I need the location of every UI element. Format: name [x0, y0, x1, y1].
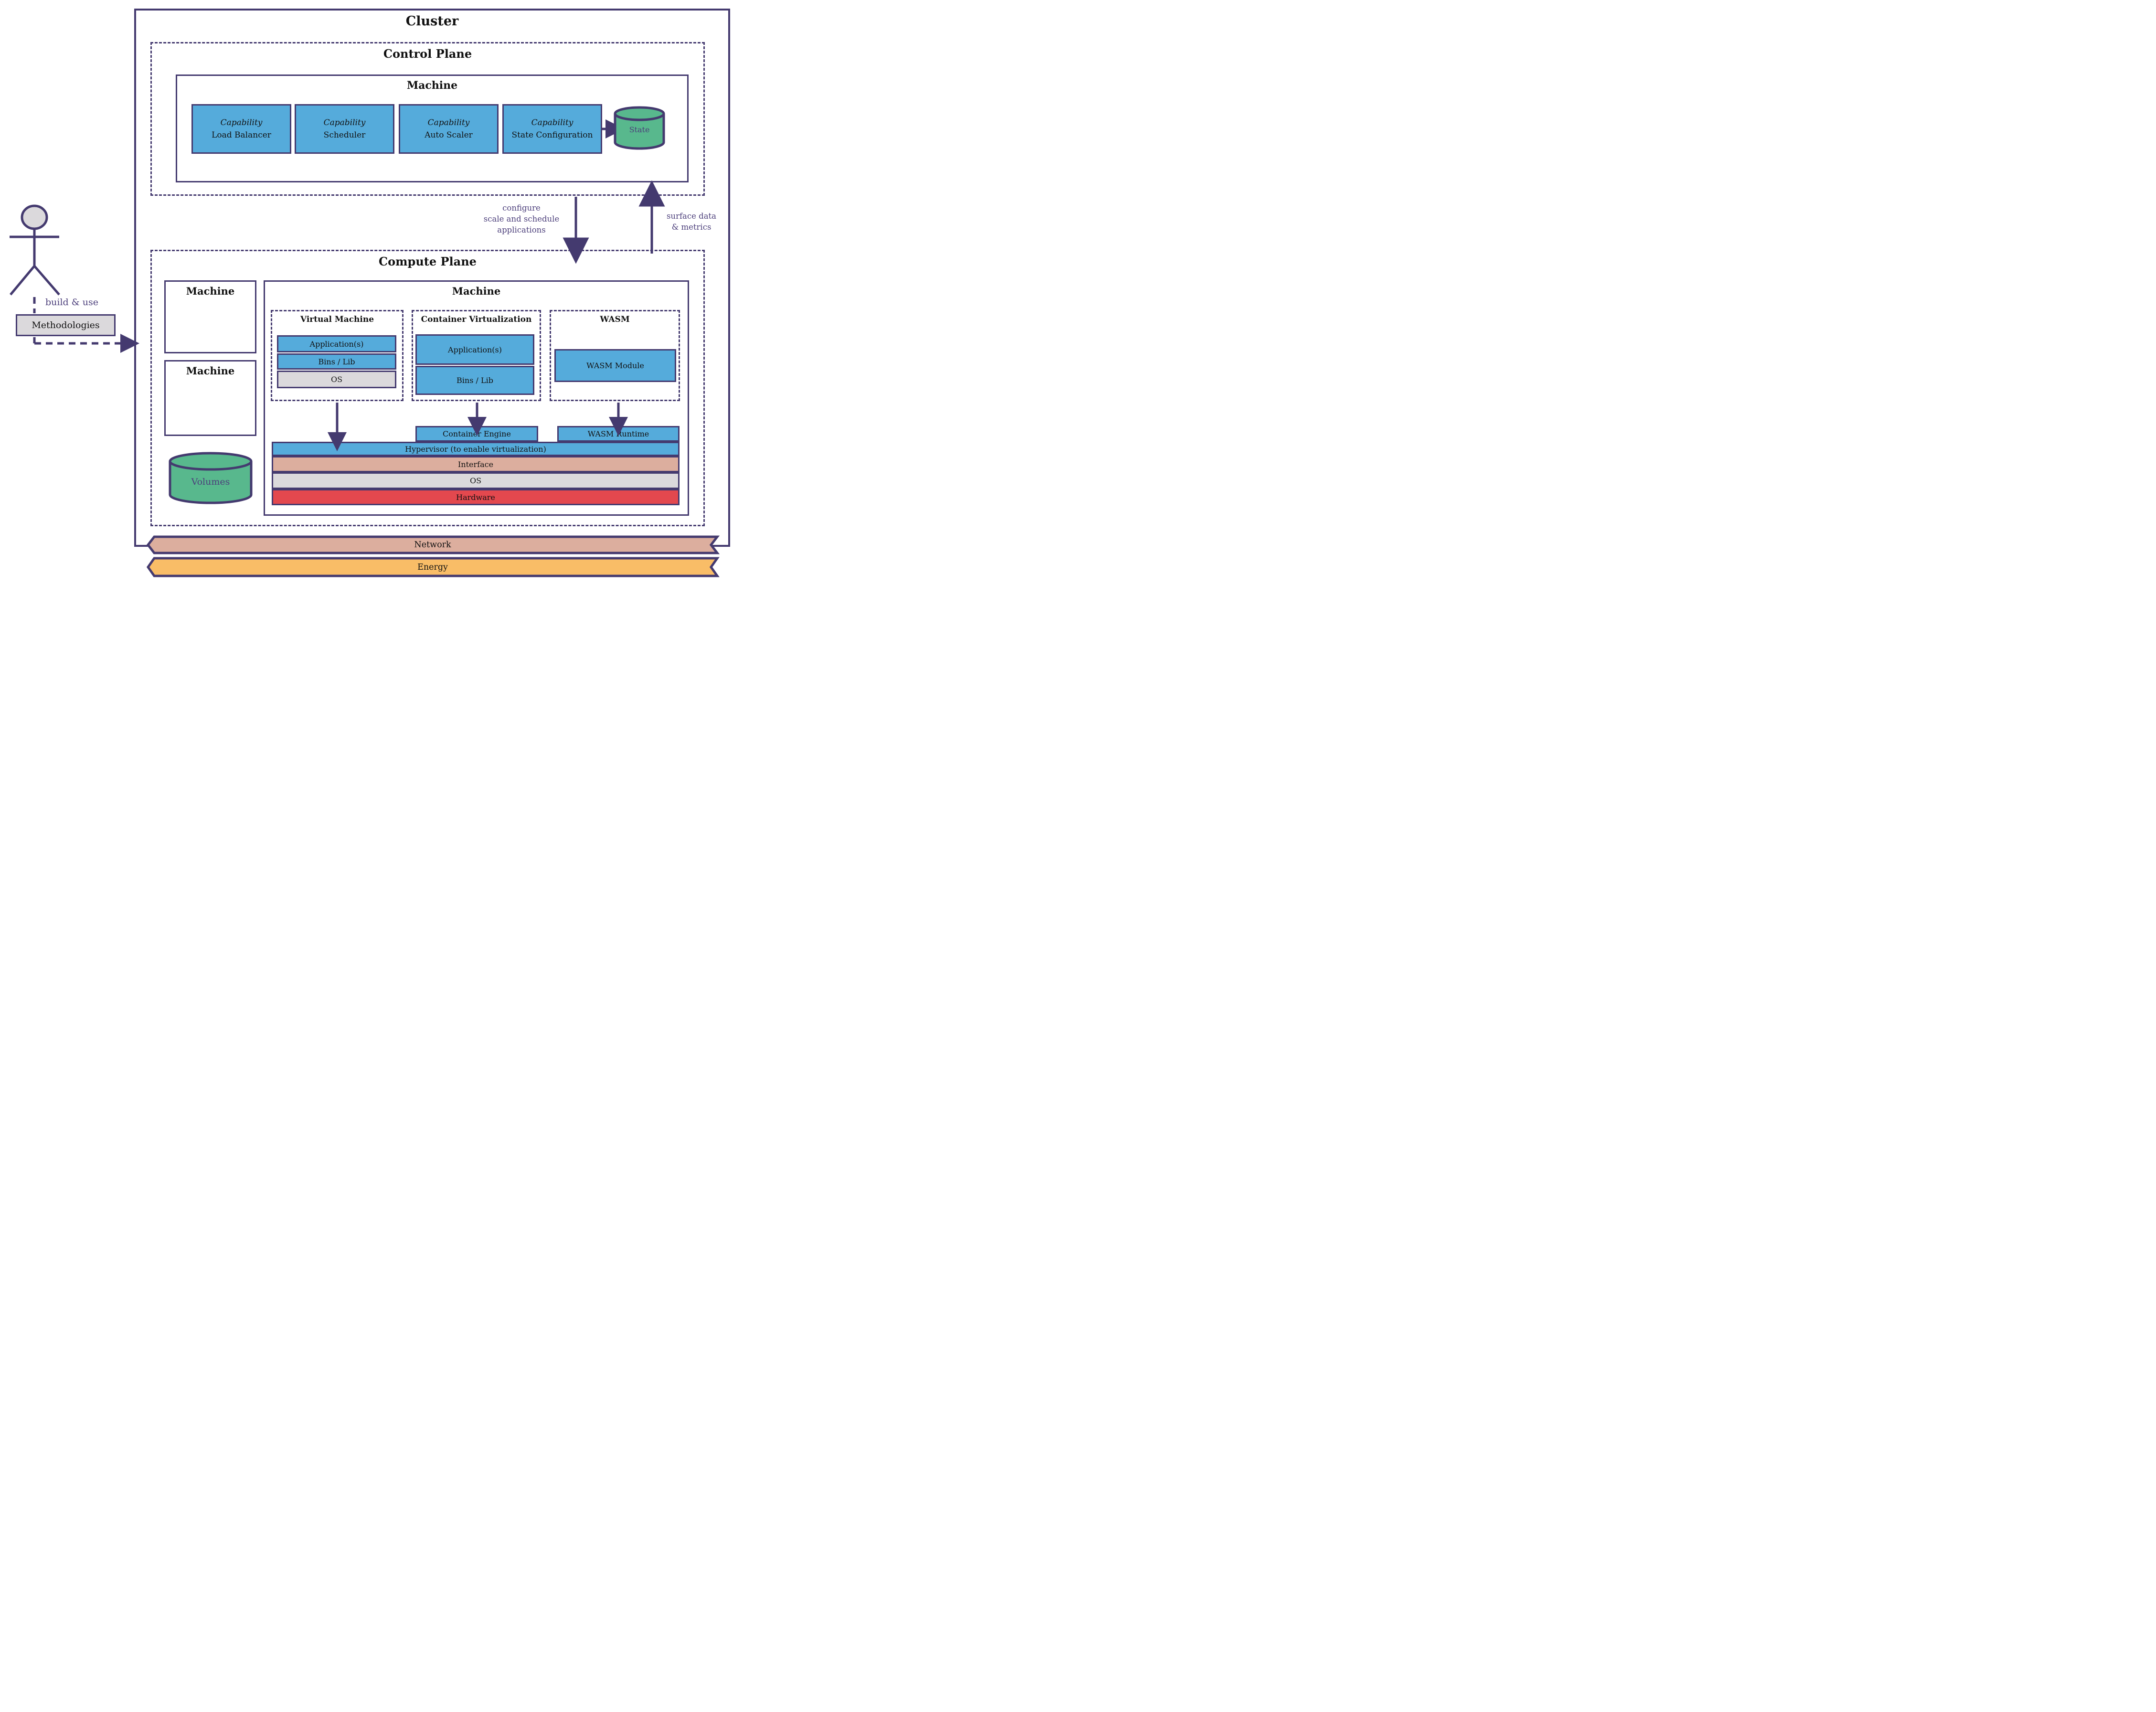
layer-label: Container Engine — [443, 429, 511, 438]
capability-name-label: Load Balancer — [212, 130, 271, 140]
flow-line: scale and schedule — [483, 214, 560, 223]
vm-bins-lib-layer: Bins / Lib — [277, 353, 396, 370]
layer-label: Bins / Lib — [457, 376, 493, 385]
virtual-machine-title: Virtual Machine — [300, 315, 374, 324]
cv-applications-layer: Application(s) — [415, 334, 534, 365]
cluster-title: Cluster — [405, 14, 459, 29]
machine-title: Machine — [452, 285, 501, 297]
layer-label: Bins / Lib — [318, 357, 355, 366]
capability-name-label: Auto Scaler — [425, 130, 473, 140]
capability-type-label: Capability — [531, 118, 574, 128]
compute-plane-box: Compute Plane — [150, 250, 705, 526]
wasm-title: WASM — [600, 315, 630, 324]
layer-label: Hardware — [456, 492, 495, 502]
flow-line: applications — [497, 225, 546, 234]
capability-name-label: Scheduler — [323, 130, 366, 140]
layer-label: WASM Module — [586, 361, 644, 370]
layer-label: Hypervisor (to enable virtualization) — [405, 444, 546, 454]
capability-type-label: Capability — [220, 118, 263, 128]
state-store-label: State — [615, 123, 664, 136]
state-text: State — [629, 125, 650, 134]
capability-type-label: Capability — [323, 118, 366, 128]
build-use-label: build & use — [45, 297, 98, 308]
energy-text: Energy — [417, 562, 448, 572]
capability-name-label: State Configuration — [511, 130, 593, 140]
build-use-text: build & use — [45, 297, 98, 308]
hypervisor-bar: Hypervisor (to enable virtualization) — [272, 442, 680, 456]
volumes-label: Volumes — [170, 475, 251, 489]
energy-banner-label: Energy — [154, 560, 711, 574]
interface-bar: Interface — [272, 456, 680, 472]
surface-flow-label: surface data & metrics — [658, 211, 725, 233]
capability-state-configuration: Capability State Configuration — [502, 104, 602, 154]
capability-load-balancer: Capability Load Balancer — [191, 104, 291, 154]
network-text: Network — [414, 540, 451, 550]
layer-label: Interface — [457, 459, 494, 469]
flow-line: configure — [502, 203, 541, 213]
layer-label: Application(s) — [448, 345, 502, 354]
flow-line: & metrics — [671, 223, 712, 232]
architecture-diagram: Cluster Control Plane Machine Capability… — [0, 0, 738, 586]
cv-bins-lib-layer: Bins / Lib — [415, 366, 534, 395]
capability-type-label: Capability — [427, 118, 470, 128]
user-actor-icon — [10, 204, 60, 296]
vm-os-layer: OS — [277, 371, 396, 388]
vm-applications-layer: Application(s) — [277, 335, 396, 352]
control-machine-title: Machine — [406, 79, 458, 92]
layer-label: Application(s) — [309, 339, 364, 349]
compute-plane-title: Compute Plane — [379, 255, 477, 268]
compute-machine-2: Machine — [164, 360, 256, 436]
hardware-bar: Hardware — [272, 489, 680, 505]
layer-label: OS — [469, 476, 482, 485]
wasm-module-box: WASM Module — [554, 349, 676, 382]
configure-flow-label: configure scale and schedule application… — [463, 202, 580, 235]
layer-label: OS — [330, 375, 343, 384]
compute-machine-1: Machine — [164, 280, 256, 353]
flow-line: surface data — [666, 212, 717, 221]
virtual-machine-box: Virtual Machine — [271, 310, 404, 401]
wasm-box: WASM — [550, 310, 680, 401]
wasm-runtime-box: WASM Runtime — [557, 426, 680, 442]
machine-title: Machine — [186, 285, 235, 297]
machine-title: Machine — [186, 365, 235, 377]
os-bar: OS — [272, 472, 680, 489]
control-plane-title: Control Plane — [383, 47, 472, 61]
capability-scheduler: Capability Scheduler — [295, 104, 394, 154]
methodologies-box: Methodologies — [16, 314, 116, 336]
network-banner-label: Network — [154, 538, 711, 552]
volumes-text: Volumes — [191, 477, 230, 487]
methodologies-label: Methodologies — [32, 320, 100, 330]
capability-auto-scaler: Capability Auto Scaler — [399, 104, 499, 154]
container-engine-box: Container Engine — [415, 426, 538, 442]
control-plane-box: Control Plane — [150, 42, 705, 196]
container-virtualization-box: Container Virtualization — [412, 310, 541, 401]
layer-label: WASM Runtime — [587, 429, 649, 438]
container-virtualization-title: Container Virtualization — [421, 315, 532, 324]
